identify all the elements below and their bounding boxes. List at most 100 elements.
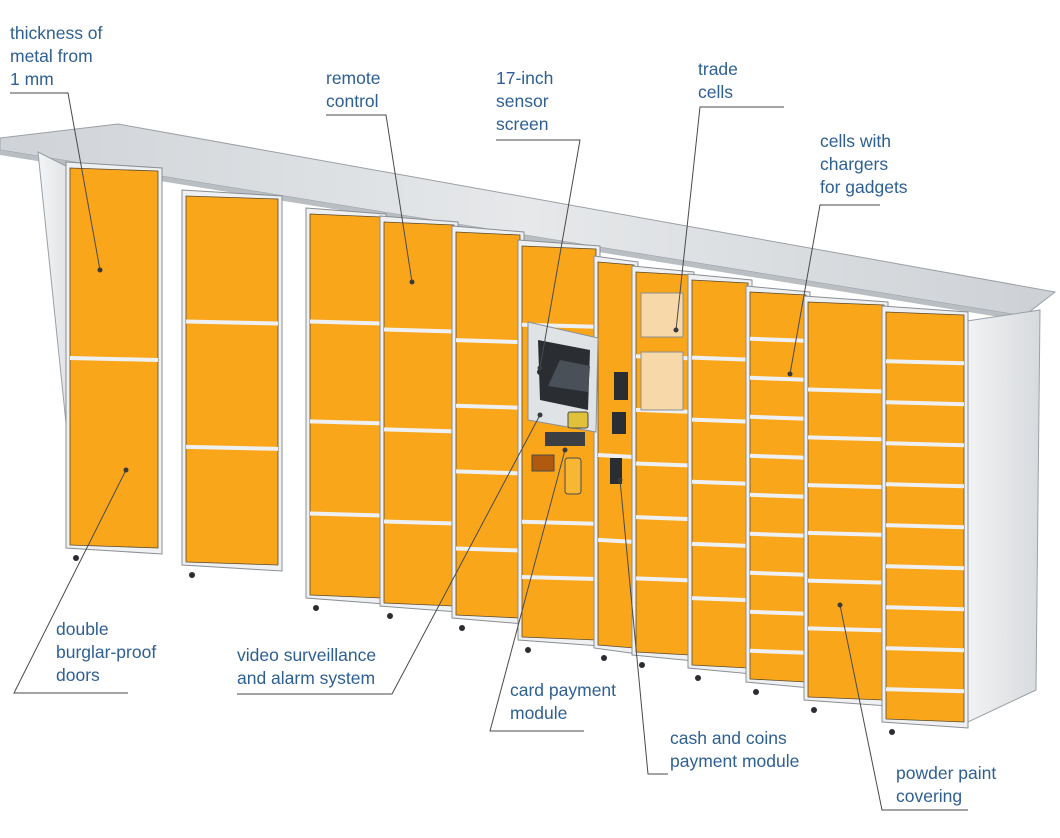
- callout-line: cash and coins: [670, 728, 787, 748]
- callout-line: trade: [698, 59, 738, 79]
- locker-door-divider: [521, 574, 597, 581]
- callout-line: cells: [698, 82, 734, 102]
- dot-cash: [617, 477, 623, 483]
- trade-cell-2: [640, 351, 684, 411]
- locker-door-divider: [309, 511, 383, 518]
- locker-door-divider: [885, 359, 965, 366]
- locker-door-divider: [807, 387, 885, 394]
- locker-foot: [459, 625, 465, 631]
- callout-cash-payment: cash and coins payment module: [670, 727, 799, 773]
- locker-door-divider: [749, 648, 807, 655]
- locker-door-divider: [383, 519, 455, 526]
- locker-foot: [387, 613, 393, 619]
- locker-door-divider: [383, 427, 455, 434]
- coin-acceptor: [612, 412, 626, 434]
- locker-columns: [65, 161, 969, 735]
- leader-card: [489, 449, 584, 732]
- receipt-slot: [531, 454, 555, 472]
- locker-door-divider: [69, 356, 159, 362]
- locker-door-divider: [691, 355, 749, 362]
- leader-thickness: [10, 92, 101, 271]
- locker-foot: [889, 729, 895, 735]
- locker-door-divider: [885, 605, 965, 612]
- locker-door-divider: [635, 576, 691, 583]
- locker-door-divider: [455, 338, 521, 345]
- locker-door-divider: [455, 403, 521, 410]
- locker-door-divider: [185, 319, 279, 326]
- callout-line: 17-inch: [496, 68, 554, 88]
- locker-door-divider: [807, 435, 885, 442]
- locker-foot: [811, 707, 817, 713]
- roof-top: [0, 123, 1057, 317]
- locker-foot: [313, 605, 319, 611]
- callout-line: payment module: [670, 751, 800, 771]
- callout-line: doors: [56, 665, 100, 685]
- locker-foot: [73, 555, 79, 561]
- locker-door-divider: [885, 482, 965, 489]
- dot-remote: [409, 279, 415, 285]
- locker-door-divider: [597, 453, 635, 459]
- locker-door-divider: [749, 453, 807, 460]
- leader-remote: [326, 114, 413, 283]
- dot-chargers: [787, 371, 793, 377]
- locker-door-divider: [691, 596, 749, 603]
- locker-door-divider: [749, 375, 807, 382]
- locker-door-divider: [749, 414, 807, 421]
- leader-doors: [13, 469, 128, 694]
- callout-line: module: [510, 703, 568, 723]
- leader-dots: [97, 267, 843, 608]
- callout-sensor-screen: 17-inch sensor screen: [496, 67, 553, 136]
- locker-door-face: [455, 231, 521, 619]
- payment-terminal: [527, 292, 684, 495]
- leader-trade: [675, 106, 784, 331]
- bill-acceptor: [614, 372, 628, 400]
- dot-trade: [673, 327, 679, 333]
- callout-line: sensor: [496, 91, 549, 111]
- dot-thickness: [97, 267, 103, 273]
- leader-lines: [10, 92, 968, 811]
- callout-line: control: [326, 91, 379, 111]
- leader-screen: [496, 139, 581, 369]
- camera-dot: [537, 369, 543, 375]
- locker-door-divider: [309, 419, 383, 426]
- locker-door-divider: [691, 479, 749, 486]
- dot-card: [562, 447, 568, 453]
- locker-door-divider: [691, 417, 749, 424]
- dot-powder: [837, 602, 843, 608]
- callout-line: cells with: [820, 131, 891, 151]
- locker-door-divider: [455, 546, 521, 553]
- callout-line: covering: [896, 786, 963, 806]
- locker-foot: [525, 647, 531, 653]
- card-slot: [564, 457, 582, 495]
- keypad: [545, 432, 585, 446]
- locker-door-divider: [635, 461, 691, 468]
- locker-door-face: [309, 213, 383, 599]
- dot-screen: [537, 365, 543, 371]
- locker-door-divider: [383, 327, 455, 334]
- callout-trade-cells: trade cells: [698, 58, 738, 104]
- callout-line: double: [56, 619, 109, 639]
- touch-screen-glare: [548, 360, 590, 392]
- cash-slot: [610, 458, 622, 484]
- locker-door-divider: [749, 531, 807, 538]
- leader-powder: [839, 604, 968, 811]
- callout-line: and alarm system: [237, 668, 376, 688]
- locker-foot: [601, 655, 607, 661]
- locker-door-divider: [807, 530, 885, 537]
- locker-door-face: [691, 279, 749, 669]
- locker-door-divider: [185, 444, 279, 451]
- locker-door-divider: [807, 578, 885, 585]
- callout-line: 1 mm: [10, 69, 54, 89]
- locker-foot: [695, 675, 701, 681]
- callout-line: for gadgets: [820, 177, 908, 197]
- locker-foot: [639, 662, 645, 668]
- callout-card-payment: card payment module: [510, 679, 616, 725]
- leader-chargers: [789, 204, 880, 375]
- callout-line: powder paint: [896, 763, 997, 783]
- locker-door-divider: [597, 537, 635, 544]
- locker-door-divider: [749, 570, 807, 577]
- callout-powder-paint: powder paint covering: [896, 762, 996, 808]
- callout-line: card payment: [510, 680, 617, 700]
- callout-line: screen: [496, 114, 549, 134]
